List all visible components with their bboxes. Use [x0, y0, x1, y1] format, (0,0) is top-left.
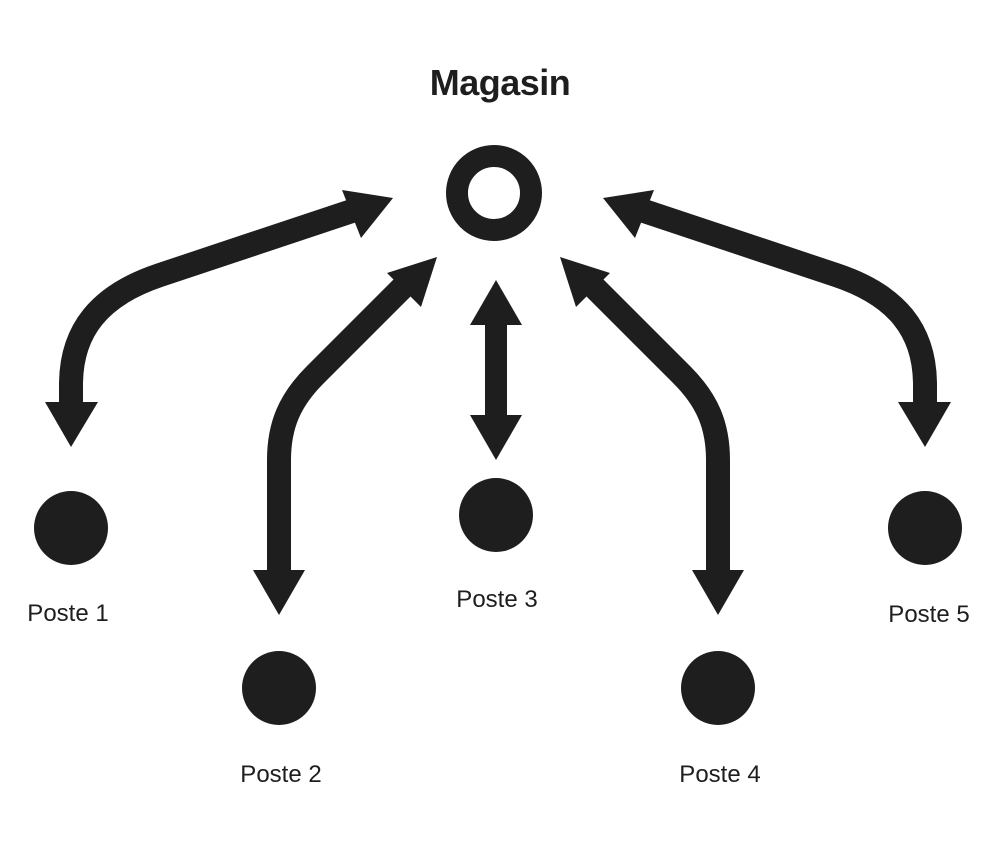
arrowhead-poste4: [692, 570, 744, 615]
poste2-node[interactable]: [242, 651, 316, 725]
arrowhead-poste2: [253, 570, 305, 615]
arrowhead-poste1: [45, 402, 98, 447]
arrow-shaft: [637, 198, 937, 404]
diagram-title: Magasin: [429, 62, 571, 103]
poste4-label: Poste 4: [679, 761, 761, 788]
arrowhead-magasin: [603, 190, 654, 238]
arrow-magasin-poste2: [253, 257, 437, 615]
arrow-shaft: [578, 271, 730, 572]
poste1-node[interactable]: [34, 491, 108, 565]
poste1-label: Poste 1: [27, 600, 109, 627]
poste5-label: Poste 5: [888, 601, 970, 628]
poste3-label: Poste 3: [456, 586, 538, 613]
poste4-node[interactable]: [681, 651, 755, 725]
arrowhead-poste3: [470, 415, 522, 460]
arrow-magasin-poste4: [560, 257, 744, 615]
arrowhead-magasin: [470, 280, 522, 325]
arrowhead-poste5: [898, 402, 951, 447]
arrow-magasin-poste1: [45, 190, 393, 447]
poste3-node[interactable]: [459, 478, 533, 552]
magasin-hub-ring[interactable]: [446, 145, 542, 241]
arrow-magasin-poste5: [603, 190, 951, 447]
poste2-label: Poste 2: [240, 761, 322, 788]
arrowhead-magasin: [560, 257, 610, 307]
arrow-shaft: [267, 271, 419, 572]
arrowhead-magasin: [387, 257, 437, 307]
arrow-magasin-poste3: [470, 280, 522, 460]
arrow-shaft: [59, 198, 359, 404]
poste5-node[interactable]: [888, 491, 962, 565]
arrowhead-magasin: [342, 190, 393, 238]
